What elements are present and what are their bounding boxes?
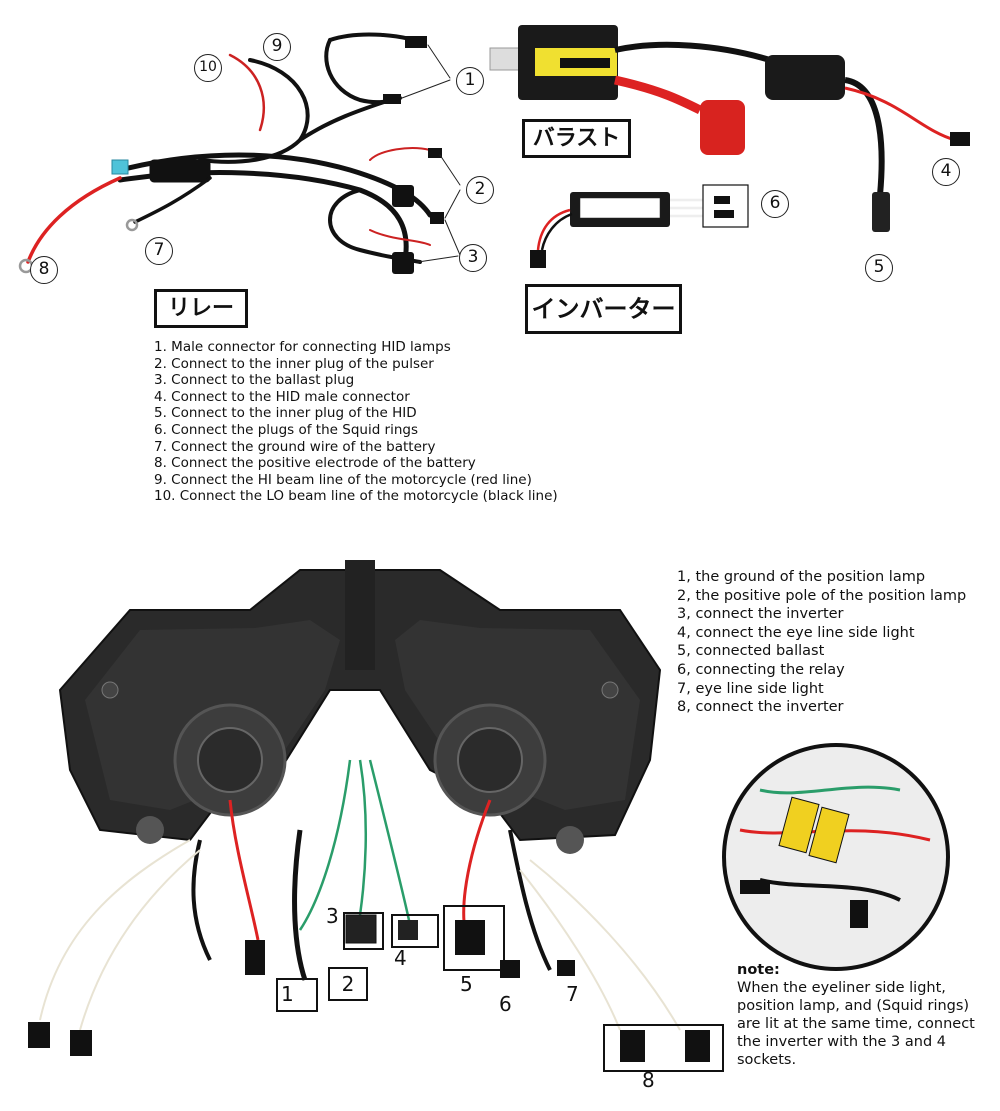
inverter-label: インバーター (525, 284, 682, 334)
legend-item: 8, connect the inverter (677, 699, 844, 716)
legend-item: 3. Connect to the ballast plug (154, 372, 355, 389)
callout-3: 3 (459, 244, 487, 272)
callout-2: 2 (466, 176, 494, 204)
bottom-callout-6: 6 (499, 992, 512, 1016)
headlight-assembly-drawing (28, 560, 710, 1062)
legend-item: 6, connecting the relay (677, 661, 845, 678)
detail-inset-drawing (722, 743, 950, 971)
callout-1: 1 (456, 67, 484, 95)
callout-box-4 (391, 914, 439, 948)
callout-5: 5 (865, 254, 893, 282)
note-body: When the eyeliner side light, position l… (737, 980, 975, 1068)
callout-10: 10 (194, 54, 222, 82)
legend-item: 2, the positive pole of the position lam… (677, 587, 967, 604)
legend-item: 2. Connect to the inner plug of the puls… (154, 355, 434, 372)
legend-item: 7. Connect the ground wire of the batter… (154, 438, 436, 455)
note-block: note: When the eyeliner side light, posi… (737, 961, 977, 1069)
callout-box-3 (343, 912, 384, 950)
callout-box-5 (443, 905, 505, 971)
callout-box-1 (276, 978, 318, 1012)
bottom-callout-4: 4 (394, 946, 407, 970)
legend-item: 6. Connect the plugs of the Squid rings (154, 421, 419, 438)
bottom-callout-8: 8 (642, 1068, 655, 1092)
legend-item: 5. Connect to the inner plug of the HID (154, 405, 417, 422)
bottom-callout-3: 3 (326, 904, 339, 928)
legend-item: 8. Connect the positive electrode of the… (154, 455, 476, 472)
callout-6: 6 (761, 190, 789, 218)
callout-box-8 (603, 1024, 724, 1072)
callout-7: 7 (145, 237, 173, 265)
legend-item: 5, connected ballast (677, 643, 825, 660)
legend-item: 1, the ground of the position lamp (677, 569, 926, 585)
callout-9: 9 (263, 33, 291, 61)
relay-label: リレー (154, 289, 248, 328)
callout-8: 8 (30, 256, 58, 284)
inverter-drawing (530, 184, 749, 268)
legend-item: 3, connect the inverter (677, 606, 844, 623)
relay-harness-drawing (18, 32, 461, 274)
legend-item: 9. Connect the HI beam line of the motor… (154, 471, 532, 488)
legend-item: 1. Male connector for connecting HID lam… (154, 339, 451, 355)
legend-item: 4, connect the eye line side light (677, 624, 915, 641)
ballast-label: バラスト (522, 119, 631, 158)
bottom-callout-2: 2 (328, 967, 368, 1001)
legend-item: 10. Connect the LO beam line of the moto… (154, 488, 558, 505)
relay-legend: 1. Male connector for connecting HID lam… (154, 339, 558, 505)
bottom-callout-7: 7 (566, 982, 579, 1006)
ballast-drawing (489, 25, 970, 232)
bottom-callout-1: 1 (281, 982, 294, 1006)
legend-item: 4. Connect to the HID male connector (154, 388, 410, 405)
legend-item: 7, eye line side light (677, 680, 824, 697)
headlight-legend: 1, the ground of the position lamp 2, th… (677, 568, 966, 717)
note-title: note: (737, 962, 780, 978)
callout-4: 4 (932, 158, 960, 186)
bottom-callout-5: 5 (460, 972, 473, 996)
